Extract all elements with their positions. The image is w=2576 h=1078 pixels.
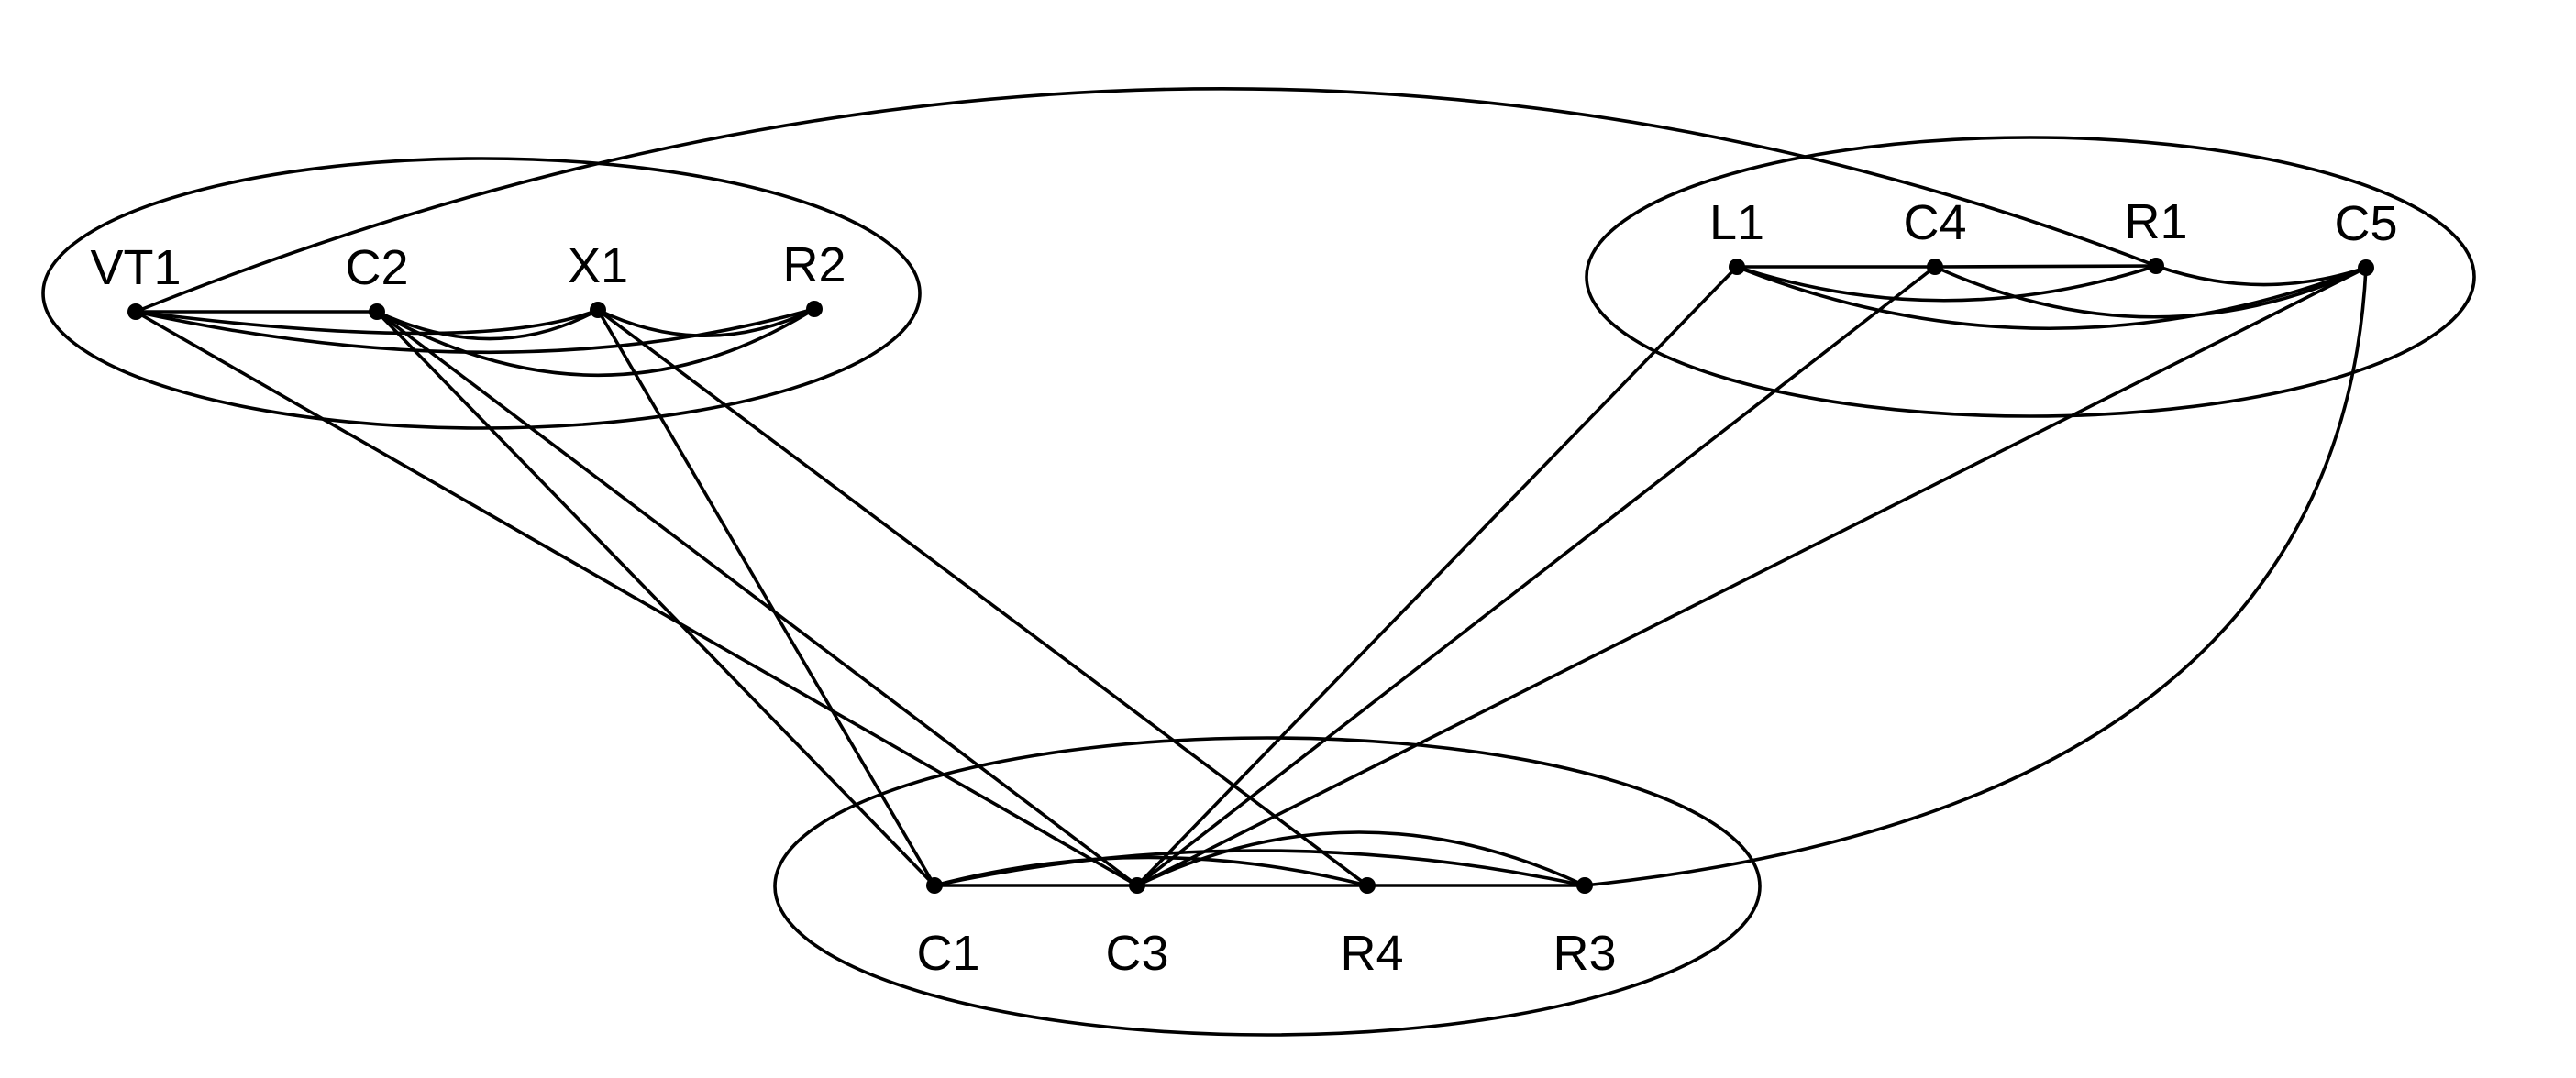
node-label: C5 bbox=[2334, 196, 2397, 251]
edge-vt1-r2 bbox=[135, 307, 815, 355]
edge-c2-x1 bbox=[376, 308, 599, 341]
node-label: C4 bbox=[1903, 195, 1966, 250]
edge-c1-r4 bbox=[934, 855, 1368, 887]
edge-c2-r2 bbox=[376, 307, 815, 377]
node-label: L1 bbox=[1709, 195, 1764, 250]
node-r1: R1 bbox=[2124, 194, 2188, 274]
edge-x1-c1 bbox=[596, 309, 936, 886]
node-label: R2 bbox=[782, 237, 846, 292]
edge-vt1-r1 bbox=[135, 86, 2157, 314]
node-r4: R4 bbox=[1340, 877, 1404, 981]
node-c2: C2 bbox=[345, 240, 409, 320]
edge-x1-r2 bbox=[597, 307, 815, 338]
edge-c2-c1 bbox=[375, 310, 936, 887]
node-c1: C1 bbox=[916, 877, 980, 981]
node-label: VT1 bbox=[90, 240, 181, 295]
node-dot bbox=[2358, 259, 2374, 276]
node-label: R4 bbox=[1340, 926, 1403, 981]
node-dot bbox=[1729, 258, 1745, 275]
edge-x1-r4 bbox=[596, 308, 1369, 887]
right-group-cluster bbox=[1585, 136, 2476, 418]
node-vt1: VT1 bbox=[90, 240, 182, 320]
clusters-layer bbox=[41, 136, 2476, 1037]
node-c5: C5 bbox=[2334, 196, 2398, 276]
node-dot bbox=[926, 877, 943, 894]
node-c3: C3 bbox=[1105, 877, 1169, 981]
edge-c5-r3 bbox=[1584, 267, 2368, 887]
edge-c1-r3 bbox=[934, 849, 1586, 887]
edge-vt1-c3 bbox=[135, 310, 1138, 887]
bottom-group-cluster bbox=[773, 736, 1762, 1037]
edge-r1-c5 bbox=[2155, 264, 2367, 287]
node-label: R1 bbox=[2124, 194, 2187, 249]
node-dot bbox=[806, 301, 823, 317]
edge-c4-c3 bbox=[1135, 265, 1937, 887]
edge-c3-r3 bbox=[1136, 830, 1586, 887]
node-label: C1 bbox=[916, 926, 979, 981]
edge-vt1-x1 bbox=[135, 308, 599, 336]
node-label: R3 bbox=[1553, 926, 1616, 981]
edge-c5-c3 bbox=[1136, 266, 2367, 887]
node-dot bbox=[1129, 877, 1145, 894]
node-r2: R2 bbox=[782, 237, 846, 317]
edge-l1-c5 bbox=[1736, 265, 2367, 330]
node-dot bbox=[369, 303, 385, 320]
node-dot bbox=[1927, 258, 1943, 275]
node-label: C3 bbox=[1105, 926, 1168, 981]
edge-c4-c5 bbox=[1934, 265, 2367, 319]
edge-c2-c3 bbox=[375, 310, 1139, 887]
node-x1: X1 bbox=[568, 238, 628, 318]
node-dot bbox=[590, 302, 606, 318]
edges-layer bbox=[135, 86, 2368, 887]
node-dot bbox=[1359, 877, 1376, 894]
node-l1: L1 bbox=[1709, 195, 1764, 275]
node-label: C2 bbox=[345, 240, 408, 295]
edge-l1-c3 bbox=[1135, 265, 1739, 887]
node-dot bbox=[127, 303, 144, 320]
node-label: X1 bbox=[568, 238, 628, 293]
edge-c4-r1 bbox=[1934, 264, 2157, 269]
node-c4: C4 bbox=[1903, 195, 1967, 275]
node-dot bbox=[1576, 877, 1593, 894]
edge-l1-r1 bbox=[1736, 264, 2157, 302]
left-group-cluster bbox=[41, 157, 922, 430]
node-r3: R3 bbox=[1553, 877, 1617, 981]
node-dot bbox=[2148, 258, 2164, 274]
